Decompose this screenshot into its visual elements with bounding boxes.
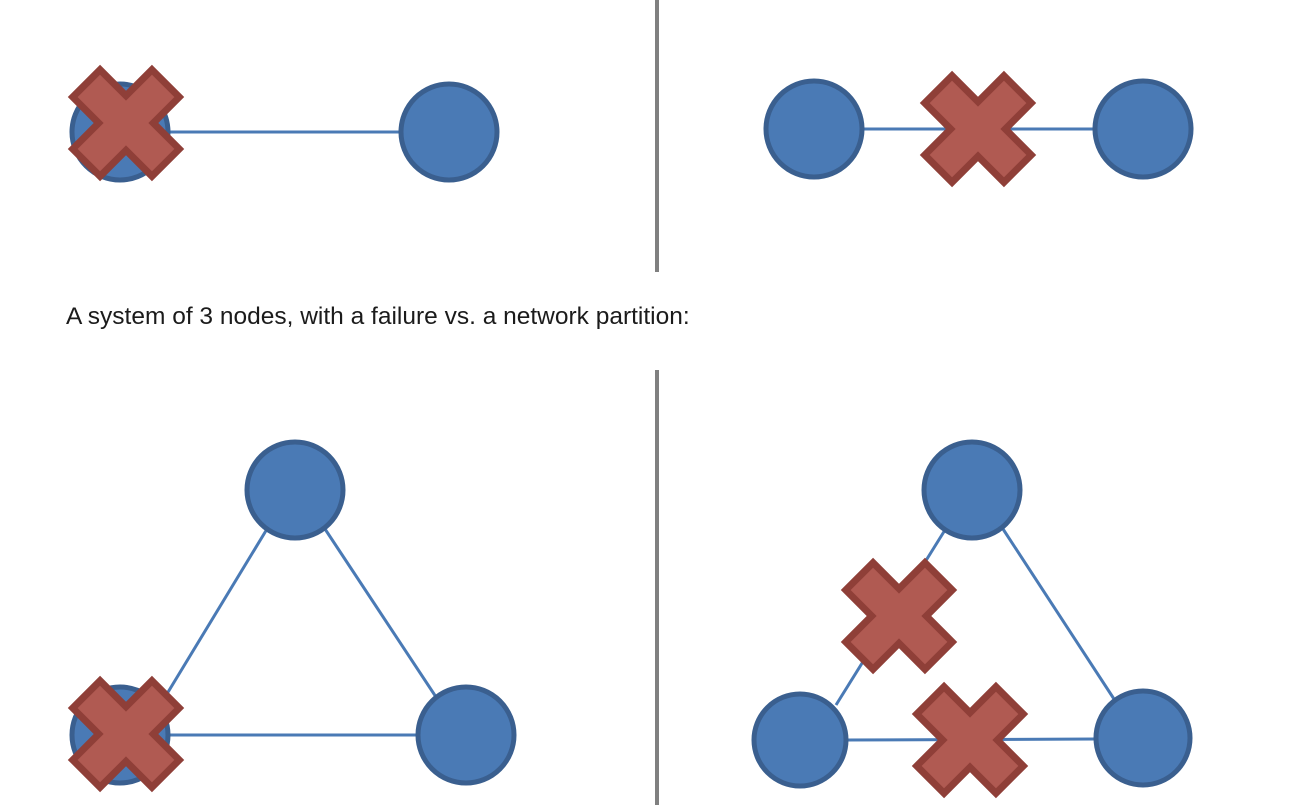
network-node[interactable]	[244, 439, 346, 541]
network-edge[interactable]	[1001, 528, 1116, 700]
failure-cross-icon[interactable]	[840, 557, 958, 675]
network-node[interactable]	[763, 78, 865, 180]
panel-top-left	[67, 64, 500, 183]
failure-cross-icon[interactable]	[67, 64, 185, 182]
node-group	[751, 439, 1193, 789]
network-node[interactable]	[1092, 78, 1194, 180]
caption-text: A system of 3 nodes, with a failure vs. …	[66, 303, 690, 330]
edge-group	[157, 528, 440, 737]
failure-cross-icon[interactable]	[911, 681, 1029, 799]
panel-bottom-right	[751, 439, 1193, 799]
network-node[interactable]	[415, 684, 517, 786]
network-node[interactable]	[1093, 688, 1193, 788]
network-node[interactable]	[751, 691, 849, 789]
network-node[interactable]	[398, 81, 500, 183]
network-edge[interactable]	[323, 528, 440, 701]
network-edge[interactable]	[157, 528, 269, 708]
cross-marker-group	[919, 70, 1037, 188]
node-group	[763, 78, 1194, 180]
panel-bottom-left	[67, 439, 517, 793]
diagram-groups	[67, 0, 1194, 805]
cross-marker-group	[840, 557, 1029, 799]
panel-top-right	[763, 70, 1194, 188]
failure-cross-icon[interactable]	[67, 675, 185, 793]
network-node[interactable]	[921, 439, 1023, 541]
cross-marker-group	[67, 675, 185, 793]
cross-marker-group	[67, 64, 185, 182]
failure-cross-icon[interactable]	[919, 70, 1037, 188]
